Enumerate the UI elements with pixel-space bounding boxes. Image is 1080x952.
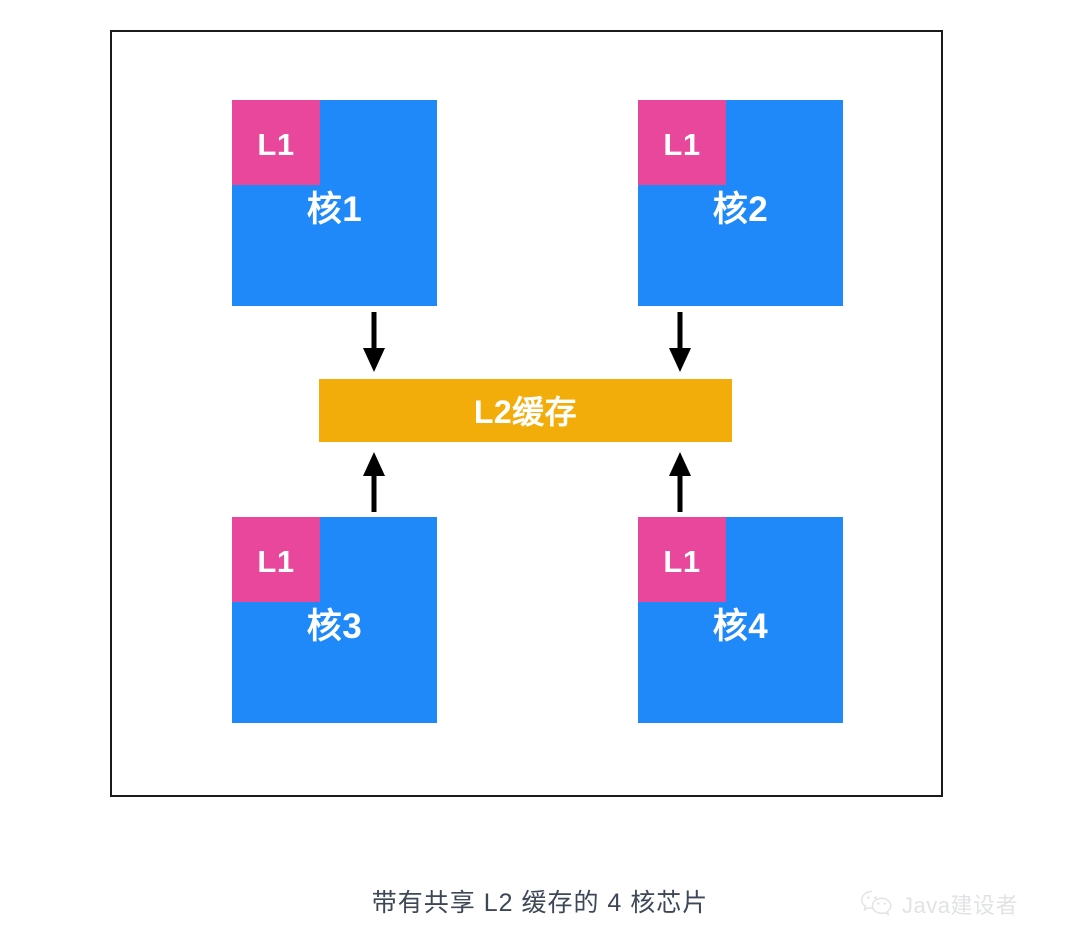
- l1-cache-badge-1: L1: [232, 100, 320, 185]
- l1-cache-label-4: L1: [663, 544, 701, 579]
- l2-cache-block: L2缓存: [319, 379, 732, 442]
- watermark: Java建设者: [860, 890, 1018, 921]
- l2-cache-label: L2缓存: [473, 393, 578, 430]
- arrow-down-icon-core2: [667, 312, 693, 374]
- diagram-caption: 带有共享 L2 缓存的 4 核芯片: [371, 889, 709, 917]
- l1-cache-badge-3: L1: [232, 517, 320, 602]
- l1-cache-label-3: L1: [257, 544, 295, 579]
- arrow-down-icon-core1: [361, 312, 387, 374]
- core-label-4: 核4: [712, 607, 769, 646]
- watermark-text: Java建设者: [902, 892, 1018, 918]
- core-block-1: L1 核1: [232, 100, 437, 306]
- l1-cache-label-2: L1: [663, 127, 701, 162]
- core-label-1: 核1: [306, 190, 363, 229]
- core-block-4: L1 核4: [638, 517, 843, 723]
- wechat-icon: [860, 890, 894, 921]
- core-label-2: 核2: [712, 190, 769, 229]
- l1-cache-label-1: L1: [257, 127, 295, 162]
- core-block-2: L1 核2: [638, 100, 843, 306]
- arrow-up-icon-core4: [667, 450, 693, 512]
- l1-cache-badge-2: L1: [638, 100, 726, 185]
- l1-cache-badge-4: L1: [638, 517, 726, 602]
- core-block-3: L1 核3: [232, 517, 437, 723]
- arrow-up-icon-core3: [361, 450, 387, 512]
- core-label-3: 核3: [306, 607, 363, 646]
